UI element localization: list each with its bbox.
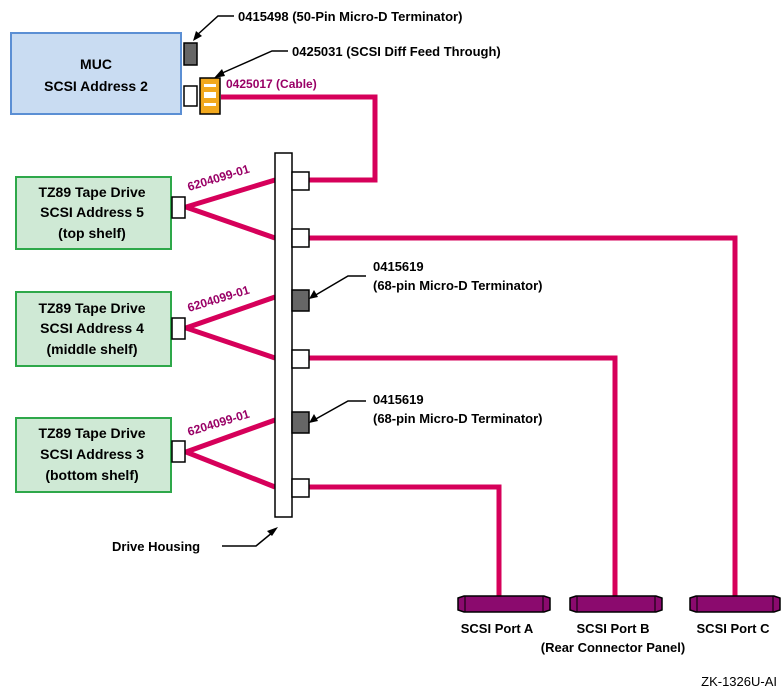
connector-icon bbox=[171, 196, 186, 219]
leader-feed-through bbox=[219, 50, 288, 75]
drive-address: SCSI Address 4 bbox=[40, 320, 144, 336]
drive-model: TZ89 Tape Drive bbox=[38, 425, 145, 441]
tape-drive-middle: TZ89 Tape Drive SCSI Address 4 (middle s… bbox=[15, 291, 172, 367]
scsi-port-icon bbox=[457, 595, 551, 613]
drive-box-frame bbox=[15, 176, 172, 250]
callout-drive-housing: Drive Housing bbox=[112, 539, 200, 554]
cable-label-0425017: 0425017 (Cable) bbox=[226, 77, 317, 91]
drive-address: SCSI Address 5 bbox=[40, 204, 144, 220]
arrow-icon bbox=[267, 527, 278, 536]
callout-terminator-1-part: 0415619 bbox=[373, 259, 424, 274]
callout-terminator-2-desc: (68-pin Micro-D Terminator) bbox=[373, 411, 543, 426]
arrow-icon bbox=[309, 290, 318, 299]
arrow-icon bbox=[193, 31, 202, 41]
drive-box-frame bbox=[15, 291, 172, 367]
scsi-port-icon bbox=[569, 595, 663, 613]
connector-icon bbox=[183, 85, 198, 107]
muc-title: MUC bbox=[80, 56, 112, 72]
port-c-label: SCSI Port C bbox=[697, 621, 771, 636]
terminator-icon bbox=[291, 289, 310, 312]
drive-address: SCSI Address 3 bbox=[40, 446, 144, 462]
cable-drive3-y bbox=[178, 417, 276, 490]
tape-drive-top: TZ89 Tape Drive SCSI Address 5 (top shel… bbox=[15, 176, 172, 250]
scsi-port-icon bbox=[689, 595, 781, 613]
port-a-label: SCSI Port A bbox=[461, 621, 534, 636]
callout-terminator-2-part: 0415619 bbox=[373, 392, 424, 407]
connector-icon bbox=[291, 478, 310, 498]
leader-drive-housing bbox=[222, 531, 274, 547]
leader-terminator-1 bbox=[313, 275, 366, 297]
cable-0425017 bbox=[221, 94, 378, 183]
terminator-icon bbox=[183, 42, 198, 66]
cable-drive4-y bbox=[178, 294, 276, 361]
drive-shelf: (middle shelf) bbox=[46, 341, 137, 357]
drive-housing bbox=[274, 152, 293, 518]
cable-drive5-y bbox=[177, 177, 276, 241]
terminator-icon bbox=[291, 411, 310, 434]
callout-feed-through: 0425031 (SCSI Diff Feed Through) bbox=[292, 44, 501, 59]
drive-box-frame bbox=[15, 417, 172, 493]
muc-box: MUC SCSI Address 2 bbox=[10, 32, 182, 115]
drive-model: TZ89 Tape Drive bbox=[38, 184, 145, 200]
cable-to-port-b bbox=[309, 355, 618, 596]
leader-terminator-2 bbox=[313, 400, 366, 421]
connector-icon bbox=[171, 317, 186, 340]
feed-through-icon bbox=[199, 77, 221, 115]
tape-drive-bottom: TZ89 Tape Drive SCSI Address 3 (bottom s… bbox=[15, 417, 172, 493]
callout-terminator-1-desc: (68-pin Micro-D Terminator) bbox=[373, 278, 543, 293]
connector-icon bbox=[291, 349, 310, 369]
arrow-icon bbox=[214, 69, 225, 78]
leader-muc-terminator bbox=[195, 15, 234, 37]
connector-icon bbox=[291, 171, 310, 191]
connector-icon bbox=[171, 440, 186, 463]
drive-shelf: (bottom shelf) bbox=[45, 467, 138, 483]
cable-to-port-a bbox=[309, 484, 502, 596]
rear-panel-label: (Rear Connector Panel) bbox=[541, 640, 685, 655]
arrow-icon bbox=[309, 414, 318, 423]
figure-id: ZK-1326U-AI bbox=[701, 674, 777, 689]
muc-address: SCSI Address 2 bbox=[44, 78, 148, 94]
cable-to-port-c bbox=[309, 235, 738, 596]
connector-icon bbox=[291, 228, 310, 248]
drive-model: TZ89 Tape Drive bbox=[38, 300, 145, 316]
callout-muc-terminator: 0415498 (50-Pin Micro-D Terminator) bbox=[238, 9, 462, 24]
drive-shelf: (top shelf) bbox=[58, 225, 126, 241]
muc-box-frame bbox=[10, 32, 182, 115]
port-b-label: SCSI Port B bbox=[577, 621, 650, 636]
